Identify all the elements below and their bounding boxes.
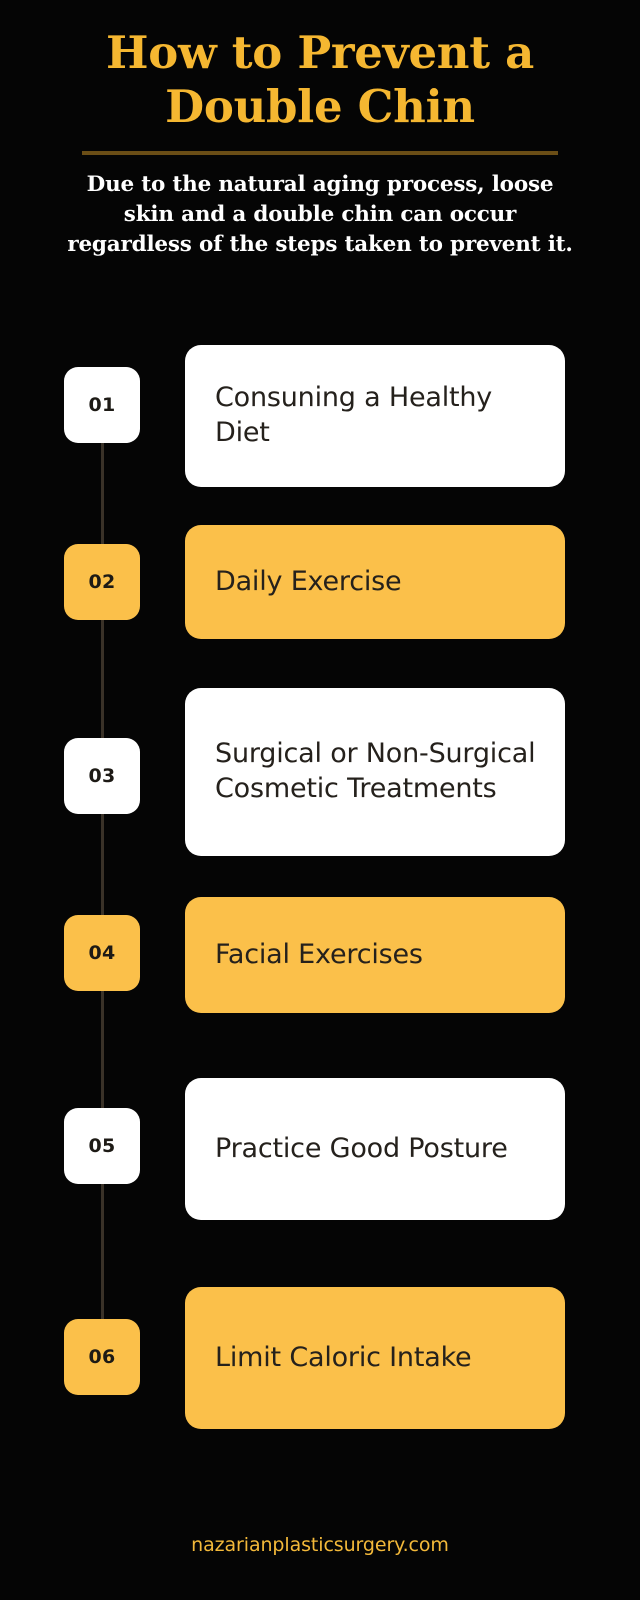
step-badge-6: 06 xyxy=(64,1319,140,1395)
step-card-3: Surgical or Non-Surgical Cosmetic Treatm… xyxy=(185,688,565,856)
step-label-5: Practice Good Posture xyxy=(215,1132,508,1164)
step-badge-1: 01 xyxy=(64,367,140,443)
footer: nazarianplasticsurgery.com xyxy=(0,1490,640,1600)
step-label-1: Consuning a Healthy Diet xyxy=(215,382,493,448)
subtitle-text: Due to the natural aging process, loose … xyxy=(67,172,573,258)
steps-timeline: 01 Consuning a Healthy Diet 02 Daily Exe… xyxy=(0,337,640,1429)
step-card-2: Daily Exercise xyxy=(185,525,565,639)
step-label-6: Limit Caloric Intake xyxy=(215,1341,472,1373)
page-title: How to Prevent a Double Chin xyxy=(106,26,534,133)
step-badge-2: 02 xyxy=(64,544,140,620)
step-badge-5: 05 xyxy=(64,1108,140,1184)
step-label-2: Daily Exercise xyxy=(215,565,402,597)
title-divider xyxy=(82,151,558,155)
step-card-5: Practice Good Posture xyxy=(185,1078,565,1220)
step-label-4: Facial Exercises xyxy=(215,938,423,970)
step-label-3: Surgical or Non-Surgical Cosmetic Treatm… xyxy=(215,738,536,804)
footer-website-url[interactable]: nazarianplasticsurgery.com xyxy=(191,1534,449,1556)
step-card-6: Limit Caloric Intake xyxy=(185,1287,565,1429)
step-badge-4: 04 xyxy=(64,915,140,991)
step-badge-3: 03 xyxy=(64,738,140,814)
timeline-connector-line xyxy=(101,415,104,1355)
step-card-4: Facial Exercises xyxy=(185,897,565,1013)
step-card-1: Consuning a Healthy Diet xyxy=(185,345,565,487)
header: How to Prevent a Double Chin Due to the … xyxy=(0,0,640,260)
